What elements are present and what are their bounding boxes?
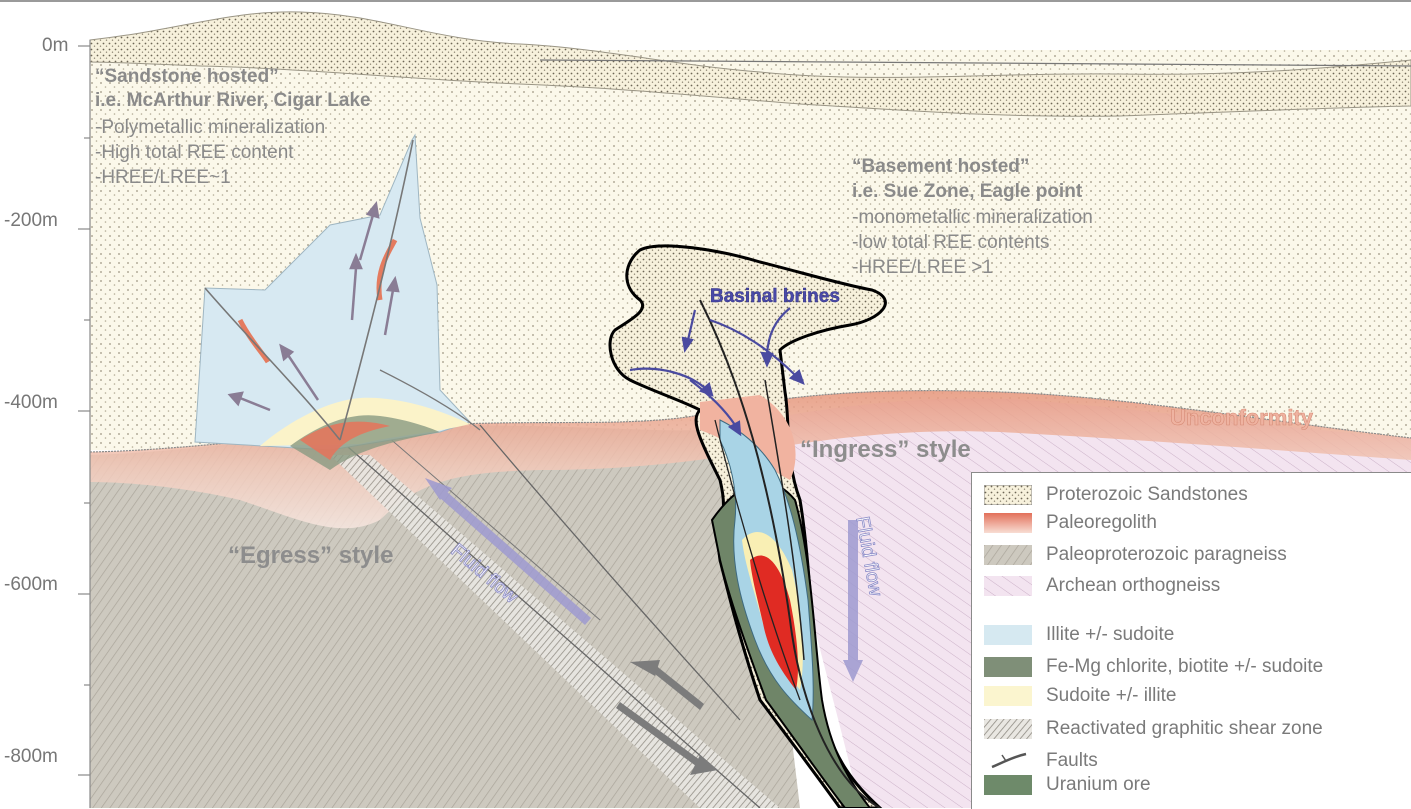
legend-label-orthogneiss: Archean orthogneiss	[1046, 575, 1220, 597]
frame-top	[0, 0, 1411, 2]
depth-label-600: -600m	[4, 574, 58, 596]
legend-item-shear-zone: Reactivated graphitic shear zone	[984, 717, 1323, 741]
unconformity-label: Unconformity	[1170, 405, 1313, 431]
legend-swatch-paragneiss	[984, 545, 1032, 565]
basement-hosted-point-1: -monometallic mineralization	[852, 207, 1093, 229]
legend-item-orthogneiss: Archean orthogneiss	[984, 574, 1220, 598]
legend-item-uranium-ore: Uranium ore	[984, 773, 1151, 797]
sandstone-hosted-point-3: -HREE/LREE~1	[95, 167, 231, 189]
legend-swatch-shear-zone	[984, 719, 1032, 739]
depth-axis	[78, 40, 90, 808]
basement-hosted-point-3: -HREE/LREE >1	[852, 257, 993, 279]
legend-item-paleoregolith: Paleoregolith	[984, 511, 1157, 535]
legend-label-chlorite: Fe-Mg chlorite, biotite +/- sudoite	[1046, 656, 1323, 678]
basement-hosted-title: “Basement hosted”	[852, 156, 1029, 178]
depth-label-200: -200m	[4, 210, 58, 232]
legend: Proterozoic Sandstones Paleoregolith Pal…	[971, 472, 1411, 809]
legend-swatch-uranium-ore	[984, 775, 1032, 795]
legend-item-faults: Faults	[984, 749, 1098, 773]
legend-item-chlorite: Fe-Mg chlorite, biotite +/- sudoite	[984, 655, 1323, 679]
legend-item-paragneiss: Paleoproterozoic paragneiss	[984, 543, 1287, 567]
depth-label-0: 0m	[42, 35, 68, 57]
legend-label-paleoregolith: Paleoregolith	[1046, 512, 1157, 534]
sandstone-hosted-point-1: -Polymetallic mineralization	[95, 117, 325, 139]
legend-swatch-paleoregolith	[984, 513, 1032, 533]
legend-item-sandstones: Proterozoic Sandstones	[984, 483, 1248, 507]
sandstone-hosted-title: “Sandstone hosted”	[95, 66, 279, 88]
basement-hosted-example: i.e. Sue Zone, Eagle point	[852, 181, 1082, 203]
basement-hosted-point-2: -low total REE contents	[852, 232, 1049, 254]
egress-style-label: “Egress” style	[228, 542, 393, 570]
legend-label-sudoite: Sudoite +/- illite	[1046, 685, 1176, 707]
legend-swatch-illite	[984, 625, 1032, 645]
sandstone-hosted-point-2: -High total REE content	[95, 142, 294, 164]
basinal-brines-label: Basinal brines	[710, 286, 840, 308]
legend-item-sudoite: Sudoite +/- illite	[984, 684, 1176, 708]
ingress-style-label: “Ingress” style	[800, 436, 971, 464]
legend-label-paragneiss: Paleoproterozoic paragneiss	[1046, 544, 1287, 566]
legend-item-illite: Illite +/- sudoite	[984, 623, 1174, 647]
depth-label-400: -400m	[4, 392, 58, 414]
legend-swatch-chlorite	[984, 657, 1032, 677]
legend-label-illite: Illite +/- sudoite	[1046, 624, 1174, 646]
legend-label-uranium-ore: Uranium ore	[1046, 774, 1151, 796]
sandstone-hosted-example: i.e. McArthur River, Cigar Lake	[95, 90, 371, 112]
legend-label-faults: Faults	[1046, 750, 1098, 772]
legend-label-shear-zone: Reactivated graphitic shear zone	[1046, 718, 1323, 740]
depth-label-800: -800m	[4, 746, 58, 768]
fault-icon	[984, 751, 1032, 771]
legend-swatch-sandstones	[984, 485, 1032, 505]
legend-label-sandstones: Proterozoic Sandstones	[1046, 484, 1248, 506]
legend-swatch-sudoite	[984, 686, 1032, 706]
legend-swatch-orthogneiss	[984, 576, 1032, 596]
